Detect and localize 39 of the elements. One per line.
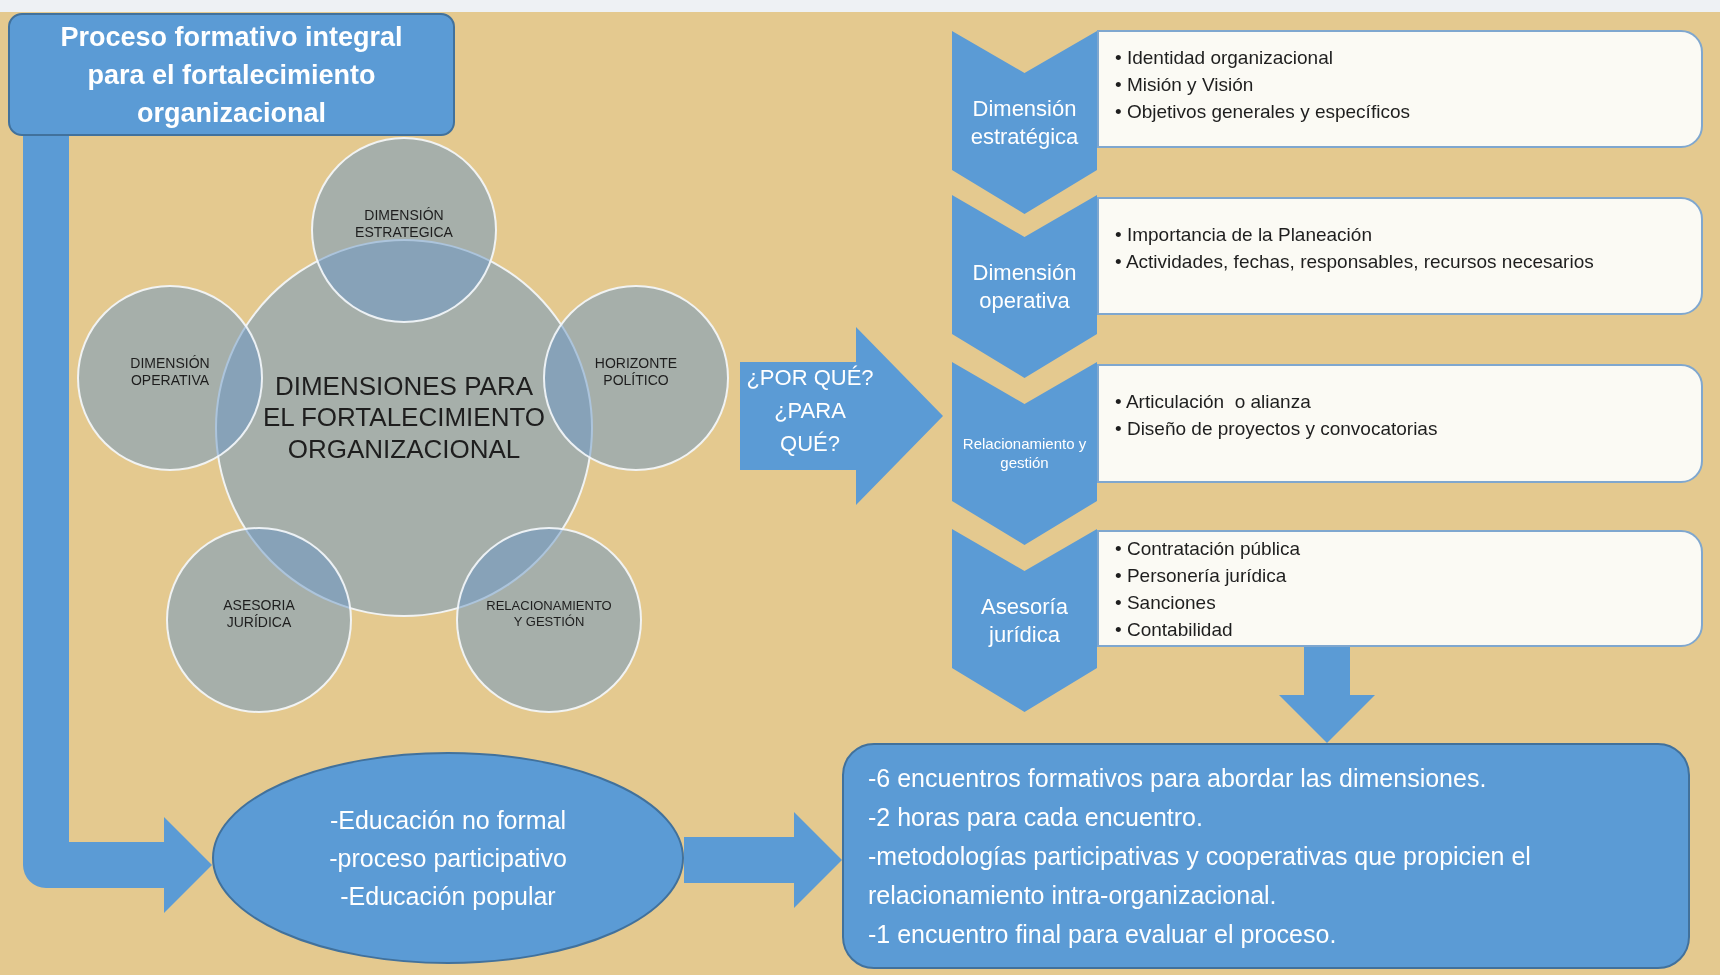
bullet-item: • Sanciones: [1115, 590, 1217, 615]
panel-text: -2 horas para cada encuentro.: [868, 802, 1204, 833]
info-panel: [842, 743, 1690, 969]
chevron-label: Relacionamiento y gestión: [961, 434, 1088, 473]
chevron-label: Dimensión estratégica: [969, 95, 1080, 150]
block-arrow: [1279, 647, 1375, 743]
panel-text: -6 encuentros formativos para abordar las dimensiones.: [868, 763, 1488, 794]
chevron-label: Asesoría jurídica: [980, 593, 1069, 648]
title-box: [8, 13, 455, 136]
chevron-label: Dimensión operativa: [971, 259, 1078, 314]
circle-label: RELACIONAMIENTO Y GESTIÓN: [486, 598, 612, 630]
block-arrow: [684, 812, 842, 908]
ellipse-text: -Educación no formal: [328, 805, 568, 836]
bullet-item: • Identidad organizacional: [1115, 46, 1334, 70]
bullet-item: • Importancia de la Planeación: [1115, 223, 1373, 247]
circle-label: DIMENSIÓN ESTRATEGICA: [354, 207, 454, 241]
bullet-item: • Contabilidad: [1115, 617, 1234, 642]
bullet-item: • Misión y Visión: [1115, 73, 1255, 97]
bullet-item: • Objetivos generales y específicos: [1115, 100, 1411, 124]
circle-label: HORIZONTE POLÍTICO: [593, 355, 679, 389]
bullet-item: • Personería jurídica: [1115, 563, 1288, 588]
arrow-label: ¿POR QUÉ? ¿PARA QUÉ?: [746, 364, 874, 458]
bullet-box: [1097, 197, 1703, 315]
bullet-box: [1097, 364, 1703, 483]
bullet-item: • Diseño de proyectos y convocatorias: [1115, 417, 1439, 441]
panel-text: -1 encuentro final para evaluar el proceso.: [868, 919, 1338, 950]
bullet-item: • Actividades, fechas, responsables, recursos necesarios: [1115, 250, 1595, 274]
ellipse-text: -Educación popular: [339, 881, 557, 912]
circle-label: DIMENSIÓN OPERATIVA: [129, 355, 211, 389]
title-text: Proceso formativo integral para el fortalecimiento organizacional: [59, 20, 404, 130]
bullet-box: [1097, 30, 1703, 148]
circle-label: DIMENSIONES PARA EL FORTALECIMIENTO ORGANIZACIONAL: [261, 371, 547, 465]
circle-label: ASESORIA JURÍDICA: [222, 597, 296, 631]
bullet-item: • Contratación pública: [1115, 536, 1302, 561]
panel-text: -metodologías participativas y cooperativas que propicien el relacionamiento intra-organizacional.: [868, 841, 1532, 911]
bullet-box: [1097, 530, 1703, 647]
ellipse-text: -proceso participativo: [328, 843, 568, 874]
block-arrow: [23, 136, 212, 913]
bullet-item: • Articulación o alianza: [1115, 390, 1312, 414]
